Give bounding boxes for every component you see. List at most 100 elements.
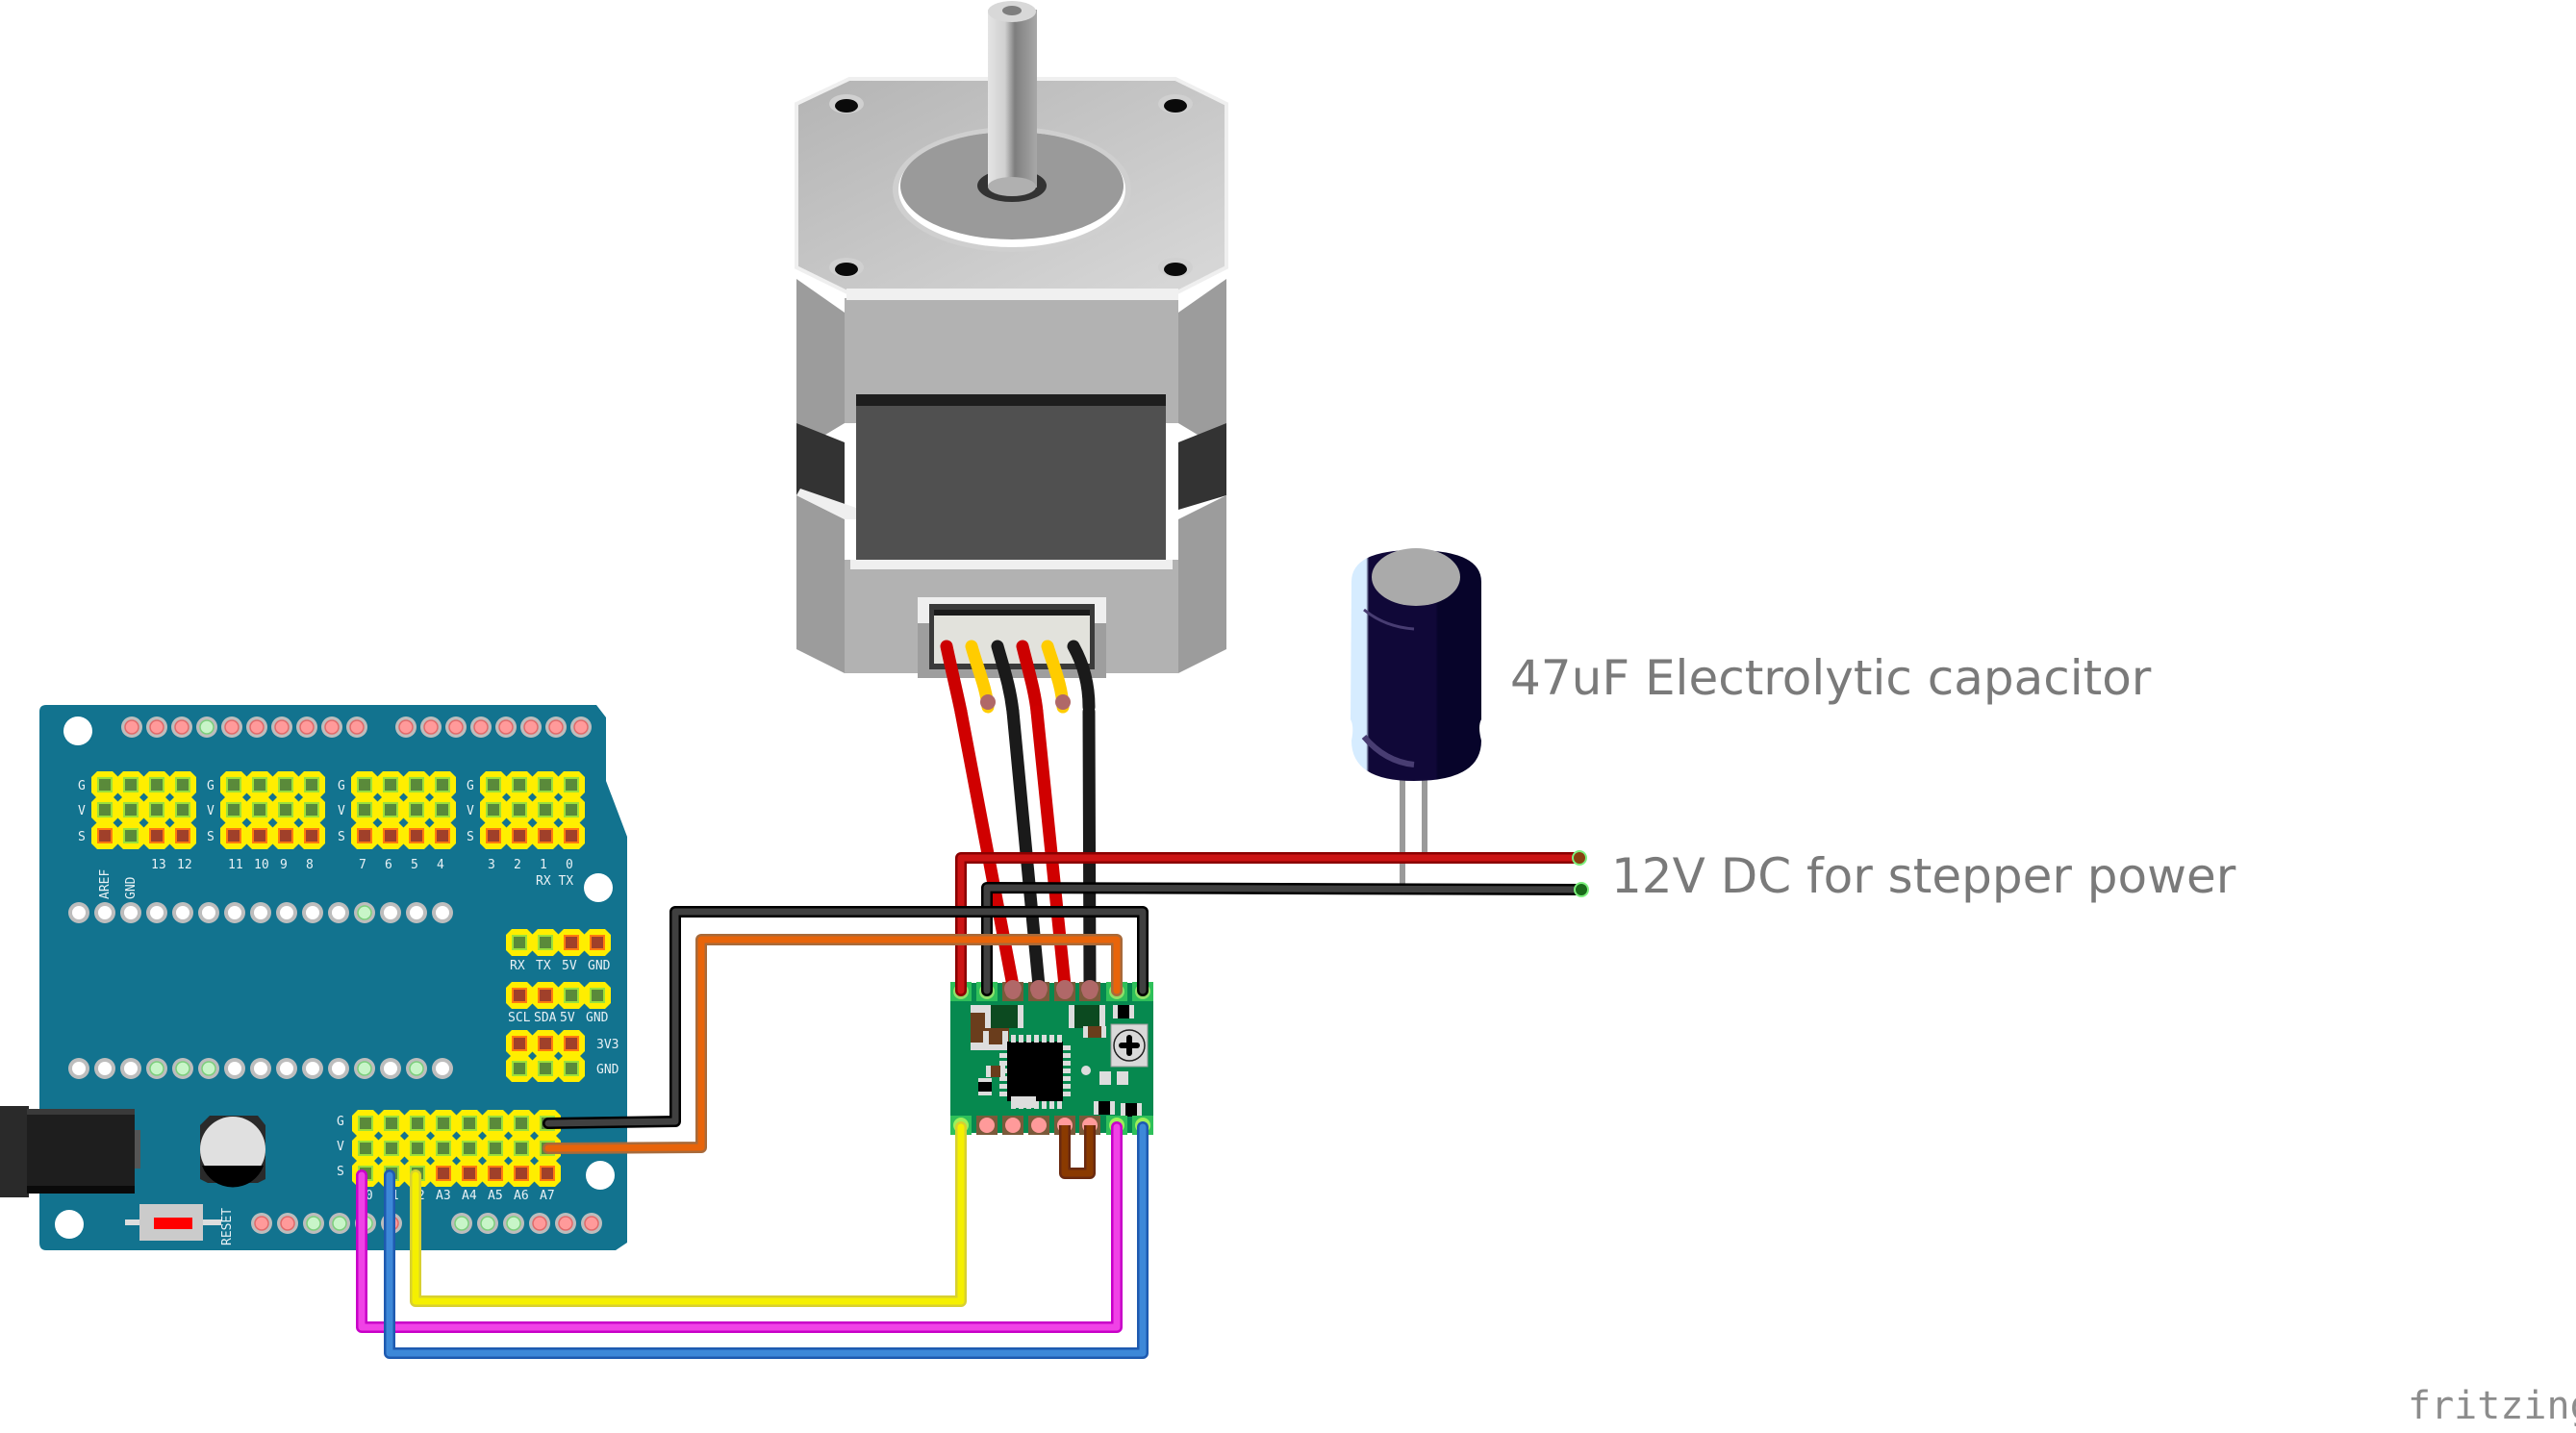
chip-leg (1063, 1061, 1071, 1066)
header-pin-pad (280, 906, 293, 919)
driver-pin-pad (979, 1118, 995, 1133)
header-pin-pad (149, 719, 164, 735)
header-pin-pad (436, 1062, 449, 1075)
power-supply-label: 12V DC for stepper power (1611, 848, 2236, 904)
silkscreen-label: S (467, 830, 474, 844)
silkscreen-label: G (338, 779, 345, 793)
silkscreen-label: V (207, 804, 215, 818)
header-pin-pad (423, 719, 439, 735)
servo-header-pin-pad (278, 828, 293, 843)
silkscreen-label: GND (124, 876, 139, 899)
servo-header-pin-pad (304, 777, 319, 792)
silkscreen-label: G (337, 1115, 344, 1129)
silkscreen-label: TX (536, 959, 551, 973)
servo-header-pin-pad (514, 1116, 529, 1131)
chip-leg (1063, 1068, 1071, 1073)
wire-power-ground[interactable] (983, 884, 1585, 994)
silkscreen-label: 5 (411, 858, 418, 872)
servo-header-pin-pad (123, 828, 139, 843)
reset-button[interactable] (125, 1204, 221, 1241)
power-ground-terminal[interactable] (1574, 882, 1589, 897)
silkscreen-label: 11 (228, 858, 243, 872)
wire-dir[interactable] (358, 1123, 1121, 1331)
wire-power-plus[interactable] (957, 854, 1583, 994)
header-pin-pad (249, 719, 265, 735)
silkscreen-label: GND (596, 1063, 619, 1077)
driver-pin-pad (1005, 1118, 1021, 1133)
chip-leg (999, 1061, 1007, 1066)
chip-leg (1034, 1035, 1039, 1043)
header-pin-pad (332, 1216, 347, 1231)
servo-header-pin-pad (436, 1116, 451, 1131)
servo-header-pin-pad (538, 1036, 553, 1051)
board-mounting-hole (55, 1210, 84, 1239)
servo-header-pin-pad (123, 802, 139, 817)
silkscreen-label: V (467, 804, 474, 818)
silkscreen-label: 3V3 (596, 1038, 619, 1052)
chip-leg (999, 1076, 1007, 1081)
wire-step[interactable] (412, 1123, 965, 1305)
silkscreen-label: A5 (488, 1189, 503, 1203)
silkscreen-label: 5V (560, 1011, 575, 1025)
wire-enable[interactable] (386, 1123, 1147, 1357)
wire-reset-sleep-jumper[interactable] (1061, 1125, 1094, 1177)
chip-leg (1063, 1076, 1071, 1081)
header-pin-pad (448, 719, 464, 735)
header-pin-pad (150, 906, 164, 919)
servo-header-pin-pad (538, 935, 553, 950)
header-pin-pad (254, 1216, 269, 1231)
chip-leg (1042, 1101, 1047, 1109)
servo-header-pin-pad (486, 802, 501, 817)
onboard-capacitor (200, 1116, 265, 1188)
header-pin-pad (174, 719, 189, 735)
motor-wire-end (1004, 980, 1022, 997)
wire-logic-ground[interactable] (544, 908, 1147, 1127)
chip-leg (1063, 1092, 1071, 1096)
servo-header-pin-pad (409, 802, 424, 817)
servo-header-pin-pad (564, 935, 579, 950)
servo-header-pin-pad (488, 1141, 503, 1156)
header-pin-pad (176, 906, 189, 919)
reset-label: RESET (220, 1208, 235, 1245)
servo-header-pin-pad (435, 828, 450, 843)
fritzing-watermark: fritzing (2408, 1384, 2576, 1428)
capacitor-label: 47uF Electrolytic capacitor (1510, 650, 2152, 706)
servo-header-pin-pad (357, 802, 372, 817)
mounting-hole (1158, 258, 1193, 277)
power-plus-terminal[interactable] (1572, 850, 1587, 866)
wire-logic-vcc[interactable] (544, 936, 1121, 1152)
servo-header-pin-pad (226, 802, 241, 817)
silkscreen-label: GND (586, 1011, 609, 1025)
wires (356, 705, 1589, 1359)
header-pin-pad (306, 1216, 321, 1231)
header-pin-pad (410, 906, 423, 919)
header-pin-pad (228, 906, 241, 919)
silkscreen-label: SCL (508, 1011, 531, 1025)
header-pin-pad (280, 1062, 293, 1075)
chip-leg (1034, 1101, 1039, 1109)
chip-leg (999, 1053, 1007, 1058)
header-pin-pad (532, 1216, 547, 1231)
silkscreen-label: 1 (540, 858, 547, 872)
header-pin-pad (548, 719, 564, 735)
stepper-motor (795, 1, 1228, 718)
servo-header-pin-pad (564, 802, 579, 817)
silkscreen-label: RX (510, 959, 525, 973)
servo-header-pin-pad (538, 988, 553, 1003)
header-pin-pad (224, 719, 240, 735)
servo-header-pin-pad (564, 777, 579, 792)
servo-header-pin-pad (384, 1141, 399, 1156)
header-pin-pad (498, 719, 514, 735)
chip-leg (1042, 1035, 1047, 1043)
header-pin-pad (98, 906, 112, 919)
header-pin-pad (398, 719, 414, 735)
capacitor-lead (1422, 769, 1427, 861)
chip-leg (999, 1092, 1007, 1096)
current-potentiometer[interactable] (1110, 1023, 1149, 1068)
servo-header-pin-pad (409, 777, 424, 792)
silkscreen-label: V (337, 1140, 344, 1154)
header-pin-pad (506, 1216, 521, 1231)
header-pin-pad (299, 719, 315, 735)
silkscreen-label: 7 (359, 858, 366, 872)
